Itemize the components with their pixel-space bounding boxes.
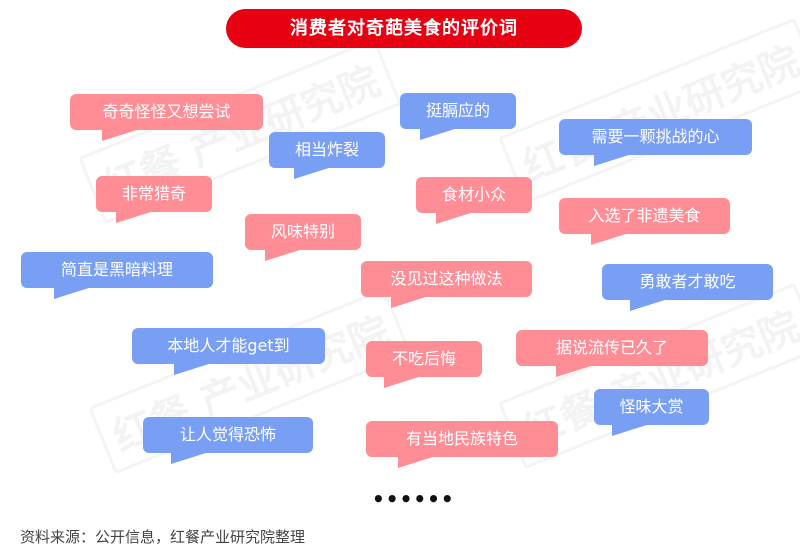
- bubble-tail-icon: [591, 233, 629, 245]
- speech-bubble: 非常猎奇: [96, 176, 212, 223]
- speech-bubble: 本地人才能get到: [132, 328, 325, 375]
- speech-bubble: 勇敢者才敢吃: [602, 264, 773, 311]
- bubble-tail-icon: [556, 365, 594, 377]
- bubble-tail-icon: [54, 287, 92, 299]
- bubble-text: 入选了非遗美食: [588, 206, 701, 225]
- bubble-text: 相当炸裂: [294, 140, 359, 159]
- bubble-text: 食材小众: [441, 185, 506, 204]
- bubble-tail-icon: [398, 456, 436, 468]
- bubble-tail-icon: [174, 363, 212, 375]
- speech-bubble: 相当炸裂: [269, 132, 385, 179]
- bubble-tail-icon: [265, 249, 303, 261]
- bubble-text: 有当地民族特色: [405, 429, 518, 448]
- speech-bubble: 据说流传已久了: [516, 330, 708, 377]
- bubble-tail-icon: [171, 452, 209, 464]
- bubble-text: 本地人才能get到: [167, 336, 290, 355]
- page-title: 消费者对奇葩美食的评价词: [226, 9, 582, 48]
- speech-bubble: 食材小众: [416, 177, 532, 224]
- speech-bubble: 怪味大赏: [594, 389, 709, 436]
- bubble-tail-icon: [102, 129, 140, 141]
- speech-bubble: 奇奇怪怪又想尝试: [70, 94, 263, 141]
- bubble-text: 勇敢者才敢吃: [639, 272, 736, 291]
- bubble-text: 怪味大赏: [619, 397, 684, 416]
- bubble-tail-icon: [391, 296, 429, 308]
- bubble-text: 奇奇怪怪又想尝试: [102, 102, 231, 121]
- bubble-text: 需要一颗挑战的心: [591, 127, 720, 146]
- source-note: 资料来源：公开信息，红餐产业研究院整理: [20, 528, 306, 546]
- bubble-text: 挺膈应的: [425, 101, 490, 120]
- speech-bubble: 不吃后悔: [366, 341, 482, 388]
- bubble-text: 不吃后悔: [391, 349, 456, 368]
- speech-bubble: 入选了非遗美食: [559, 198, 730, 245]
- bubble-text: 简直是黑暗料理: [60, 260, 173, 279]
- bubble-text: 让人觉得恐怖: [179, 425, 276, 444]
- bubble-tail-icon: [436, 212, 474, 224]
- bubble-text: 非常猎奇: [121, 184, 186, 203]
- bubble-tail-icon: [294, 167, 332, 179]
- speech-bubble: 挺膈应的: [400, 93, 516, 140]
- bubble-text: 风味特别: [270, 222, 335, 241]
- bubble-tail-icon: [612, 424, 650, 436]
- bubble-tail-icon: [594, 154, 632, 166]
- speech-bubble: 没见过这种做法: [361, 261, 532, 308]
- speech-bubble: 让人觉得恐怖: [143, 417, 313, 464]
- bubble-tail-icon: [384, 376, 422, 388]
- bubble-tail-icon: [116, 211, 154, 223]
- bubble-text: 没见过这种做法: [390, 269, 503, 288]
- speech-bubble: 需要一颗挑战的心: [559, 119, 752, 166]
- speech-bubble: 有当地民族特色: [366, 421, 558, 468]
- bubble-tail-icon: [630, 299, 668, 311]
- bubble-text: 据说流传已久了: [555, 338, 668, 357]
- speech-bubble: 风味特别: [245, 214, 361, 261]
- bubble-tail-icon: [420, 128, 458, 140]
- ellipsis: ••••••: [372, 487, 455, 511]
- speech-bubble: 简直是黑暗料理: [21, 252, 213, 299]
